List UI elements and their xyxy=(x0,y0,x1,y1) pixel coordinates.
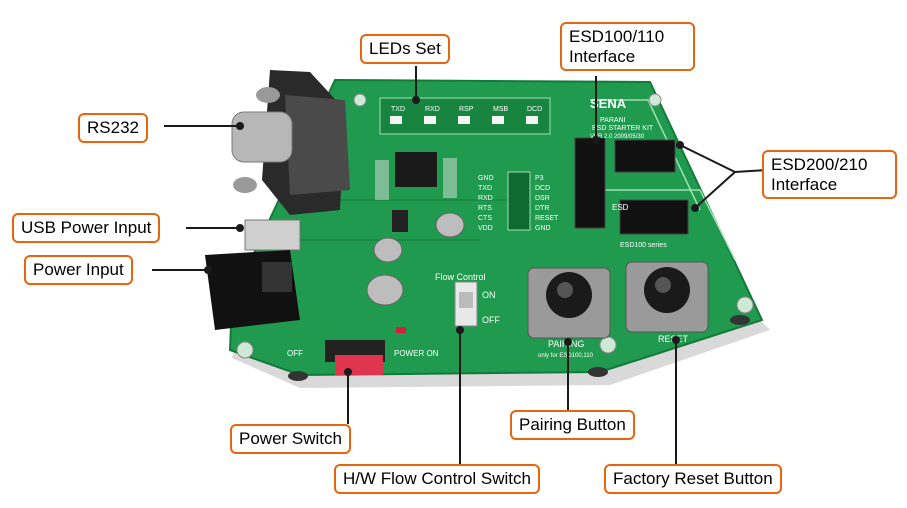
pin-label-left: GND xyxy=(478,175,494,182)
power-switch-callout: Power Switch xyxy=(230,424,351,454)
led-label: RXD xyxy=(425,106,440,113)
flow-control-label: Flow Control xyxy=(435,272,486,282)
factory-reset-button-callout: Factory Reset Button xyxy=(604,464,782,494)
esd200-socket-top xyxy=(614,139,676,173)
pin-label-left: RXD xyxy=(478,195,493,202)
esd200-210-interface-callout: ESD200/210 Interface xyxy=(762,150,897,200)
pairing-note-silkscreen: only for ESD100,110 xyxy=(538,353,594,359)
capacitors xyxy=(366,210,465,306)
esd200-socket-bottom xyxy=(619,199,689,235)
rs232-callout: RS232 xyxy=(78,113,148,143)
pin-label-left: RTS xyxy=(478,205,492,212)
usb-power-input-callout: USB Power Input xyxy=(12,213,161,243)
pin-label-left: CTS xyxy=(478,215,492,222)
pin-label-right: RESET xyxy=(535,215,559,222)
led-row: TXD RXD RSP MSB DCD xyxy=(379,97,551,135)
pin-label-right: DSR xyxy=(535,195,550,202)
esd100-series-label: ESD100 series xyxy=(620,242,667,249)
led-label: RSP xyxy=(459,106,474,113)
pin-label-right: GND xyxy=(535,225,551,232)
power-on-silkscreen: POWER ON xyxy=(394,349,439,358)
esd100-socket xyxy=(574,137,606,229)
kit-name-silkscreen: ESD STARTER KIT xyxy=(592,125,654,132)
power-input-callout: Power Input xyxy=(24,255,133,285)
pin-header: GND TXD RXD RTS CTS VDD P3 DCD DSR DTR R… xyxy=(478,171,559,232)
flow-control-switch: Flow Control ON OFF xyxy=(435,272,500,327)
pin-label-right: DCD xyxy=(535,185,550,192)
ic-chip xyxy=(395,152,437,187)
pin-label-left: VDD xyxy=(478,225,493,232)
esd-label: ESD xyxy=(612,203,629,212)
hw-flow-control-switch-callout: H/W Flow Control Switch xyxy=(334,464,540,494)
led-label: TXD xyxy=(391,106,405,113)
model-silkscreen: PARANI xyxy=(600,117,626,124)
led-label: DCD xyxy=(527,106,542,113)
switch-on-label: ON xyxy=(482,290,496,300)
reset-button-part: RESET xyxy=(625,261,709,344)
pin-label-left: TXD xyxy=(478,185,492,192)
switch-off-label: OFF xyxy=(482,315,500,325)
pin-label-right: P3 xyxy=(535,175,544,182)
power-off-silkscreen: OFF xyxy=(287,349,303,358)
power-jacks xyxy=(205,219,301,330)
brand-silkscreen: SENA xyxy=(590,96,627,111)
pairing-button-callout: Pairing Button xyxy=(510,410,635,440)
pin-label-right: DTR xyxy=(535,205,549,212)
led-label: MSB xyxy=(493,106,509,113)
leader-lines xyxy=(152,66,769,464)
version-silkscreen: VER 2.0 2009/05/30 xyxy=(590,134,645,140)
leds-set-callout: LEDs Set xyxy=(360,34,450,64)
power-switch-part xyxy=(325,340,385,375)
rs232-connector xyxy=(231,70,350,215)
esd100-110-interface-callout: ESD100/110 Interface xyxy=(560,22,695,72)
